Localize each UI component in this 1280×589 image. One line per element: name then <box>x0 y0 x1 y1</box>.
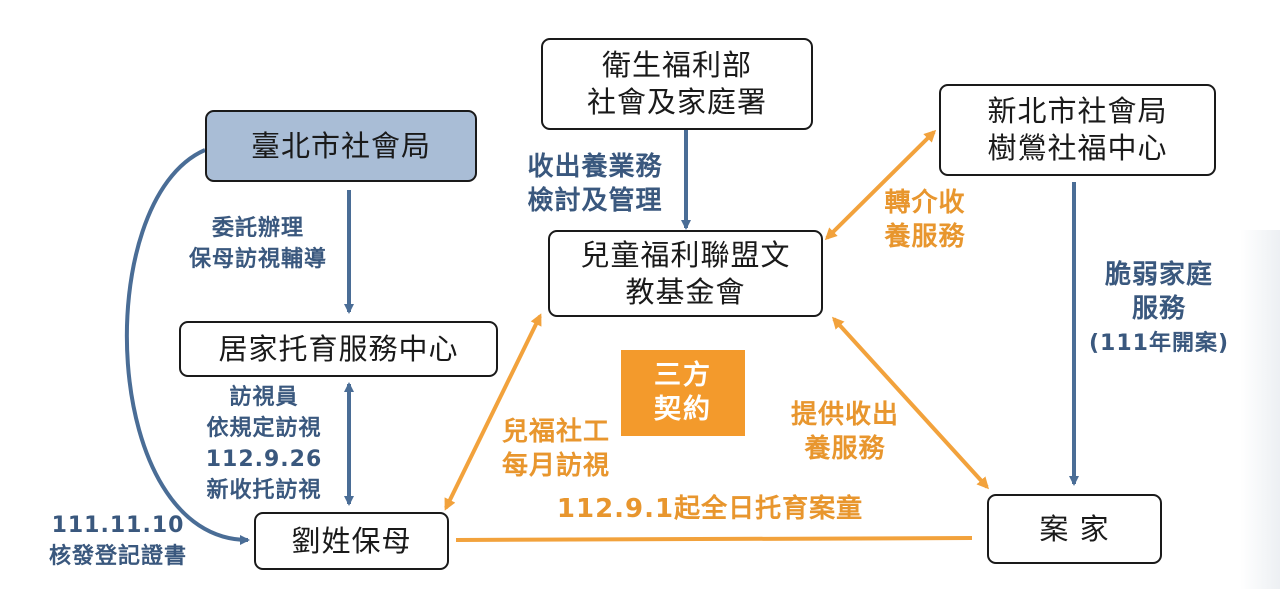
line-nanny-family <box>455 536 973 542</box>
contract-badge: 三方 契約 <box>621 350 745 436</box>
label-fullday-care: 112.9.1起全日托育案童 <box>556 494 864 524</box>
label-certificate: 111.11.10 核發登記證書 <box>48 513 187 569</box>
arrow-taipei-to-nanny <box>124 148 250 545</box>
edge-shadow <box>1240 230 1280 589</box>
label-provide-service: 提供收出 養服務 <box>790 400 899 464</box>
label-referral: 轉介收 養服務 <box>884 188 966 252</box>
node-alliance: 兒童福利聯盟文 教基金會 <box>548 230 823 317</box>
label-adoption-review: 收出養業務 檢討及管理 <box>527 152 663 216</box>
label-commission: 委託辦理 保母訪視輔導 <box>188 216 327 272</box>
arrow-alliance-nanny <box>444 313 542 511</box>
arrow-alliance-newtaipei <box>824 129 937 241</box>
label-vulnerable-family: 脆弱家庭 服務 <box>1104 260 1213 324</box>
arrow-alliance-family <box>831 316 990 490</box>
node-newtaipei: 新北市社會局 樹鶯社福中心 <box>939 84 1216 176</box>
node-mohw: 衛生福利部 社會及家庭署 <box>541 38 813 130</box>
node-nanny: 劉姓保母 <box>254 512 449 570</box>
node-taipei: 臺北市社會局 <box>205 110 477 182</box>
node-center: 居家托育服務中心 <box>179 321 498 377</box>
label-monthly-visit: 兒福社工 每月訪視 <box>501 417 610 481</box>
label-case-opened: (111年開案) <box>1088 331 1230 356</box>
node-family: 案 家 <box>987 494 1162 564</box>
label-visitor: 訪視員 依規定訪視 112.9.26 新收托訪視 <box>205 385 323 503</box>
